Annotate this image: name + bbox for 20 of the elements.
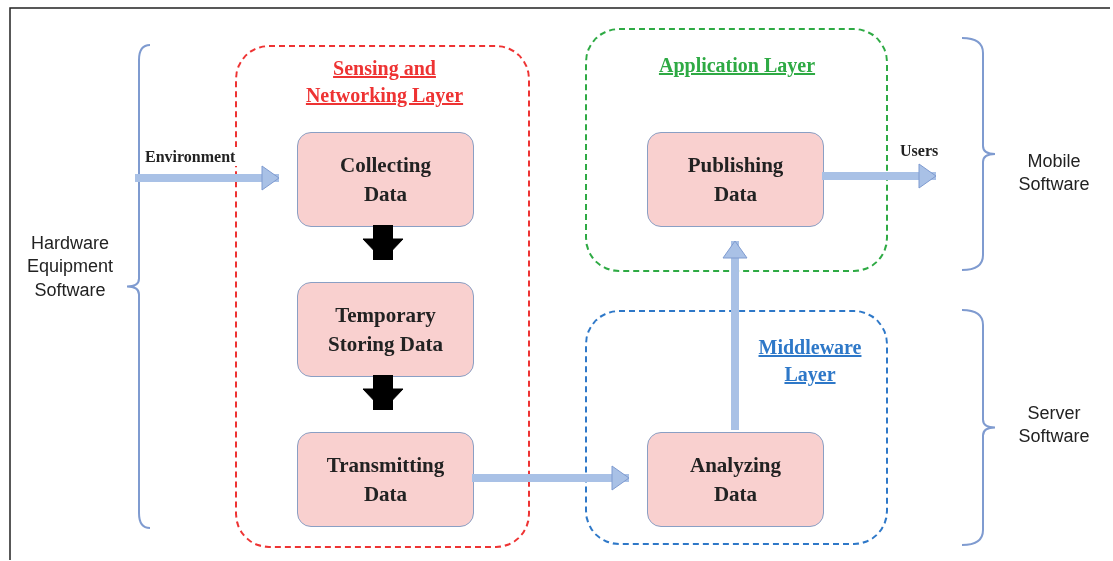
bracket-label: Server Software: [1017, 402, 1091, 449]
layer-container: [585, 28, 888, 272]
arrow: [362, 225, 404, 261]
bracket-label: Mobile Software: [1017, 150, 1091, 197]
bracket-label: Hardware Equipment Software: [25, 232, 115, 302]
process-box: Transmitting Data: [297, 432, 474, 527]
layer-container: [235, 45, 530, 548]
arrow: [722, 240, 748, 430]
layer-container: [585, 310, 888, 545]
process-box: Analyzing Data: [647, 432, 824, 527]
process-box: Temporary Storing Data: [297, 282, 474, 377]
arrow: [362, 375, 404, 411]
layer-heading: Middleware Layer: [757, 335, 863, 388]
process-box: Publishing Data: [647, 132, 824, 227]
arrow: [822, 163, 937, 189]
arrow: [472, 465, 630, 491]
layer-heading: Application Layer: [657, 53, 817, 79]
process-box: Collecting Data: [297, 132, 474, 227]
edge-label: Environment: [143, 147, 238, 167]
layer-heading: Sensing and Networking Layer: [304, 56, 465, 109]
